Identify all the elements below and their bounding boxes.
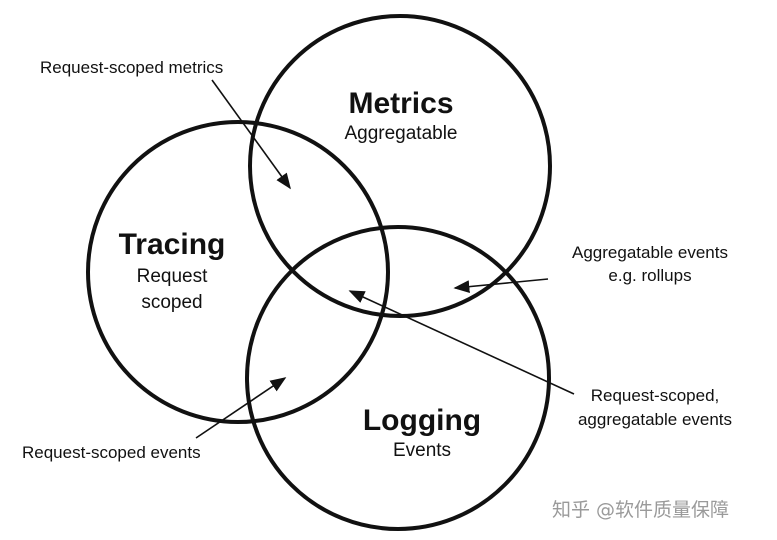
logging-title: Logging (363, 404, 481, 437)
tracing-circle (86, 120, 390, 424)
label-request-scoped-aggregatable-line2: aggregatable events (578, 410, 732, 429)
arrow-request-scoped-aggregatable (348, 290, 575, 395)
logging-subtitle: Events (393, 440, 451, 461)
watermark: 知乎 @软件质量保障 (552, 499, 729, 521)
arrow-request-scoped-events (195, 377, 287, 439)
metrics-subtitle: Aggregatable (344, 123, 457, 144)
label-request-scoped-aggregatable-line1: Request-scoped, (591, 386, 720, 405)
arrow-aggregatable-events (453, 278, 549, 293)
label-aggregatable-events-line1: Aggregatable events (572, 243, 728, 262)
metrics-circle (248, 14, 552, 318)
label-aggregatable-events-line2: e.g. rollups (608, 266, 691, 285)
logging-circle (245, 225, 551, 531)
tracing-title: Tracing (119, 228, 226, 261)
arrow-request-scoped-metrics (211, 79, 291, 190)
tracing-subtitle-line2: scoped (141, 292, 202, 313)
metrics-title: Metrics (348, 87, 453, 120)
tracing-subtitle-line1: Request (137, 266, 208, 287)
label-request-scoped-metrics: Request-scoped metrics (40, 58, 223, 77)
label-request-scoped-events: Request-scoped events (22, 443, 201, 462)
